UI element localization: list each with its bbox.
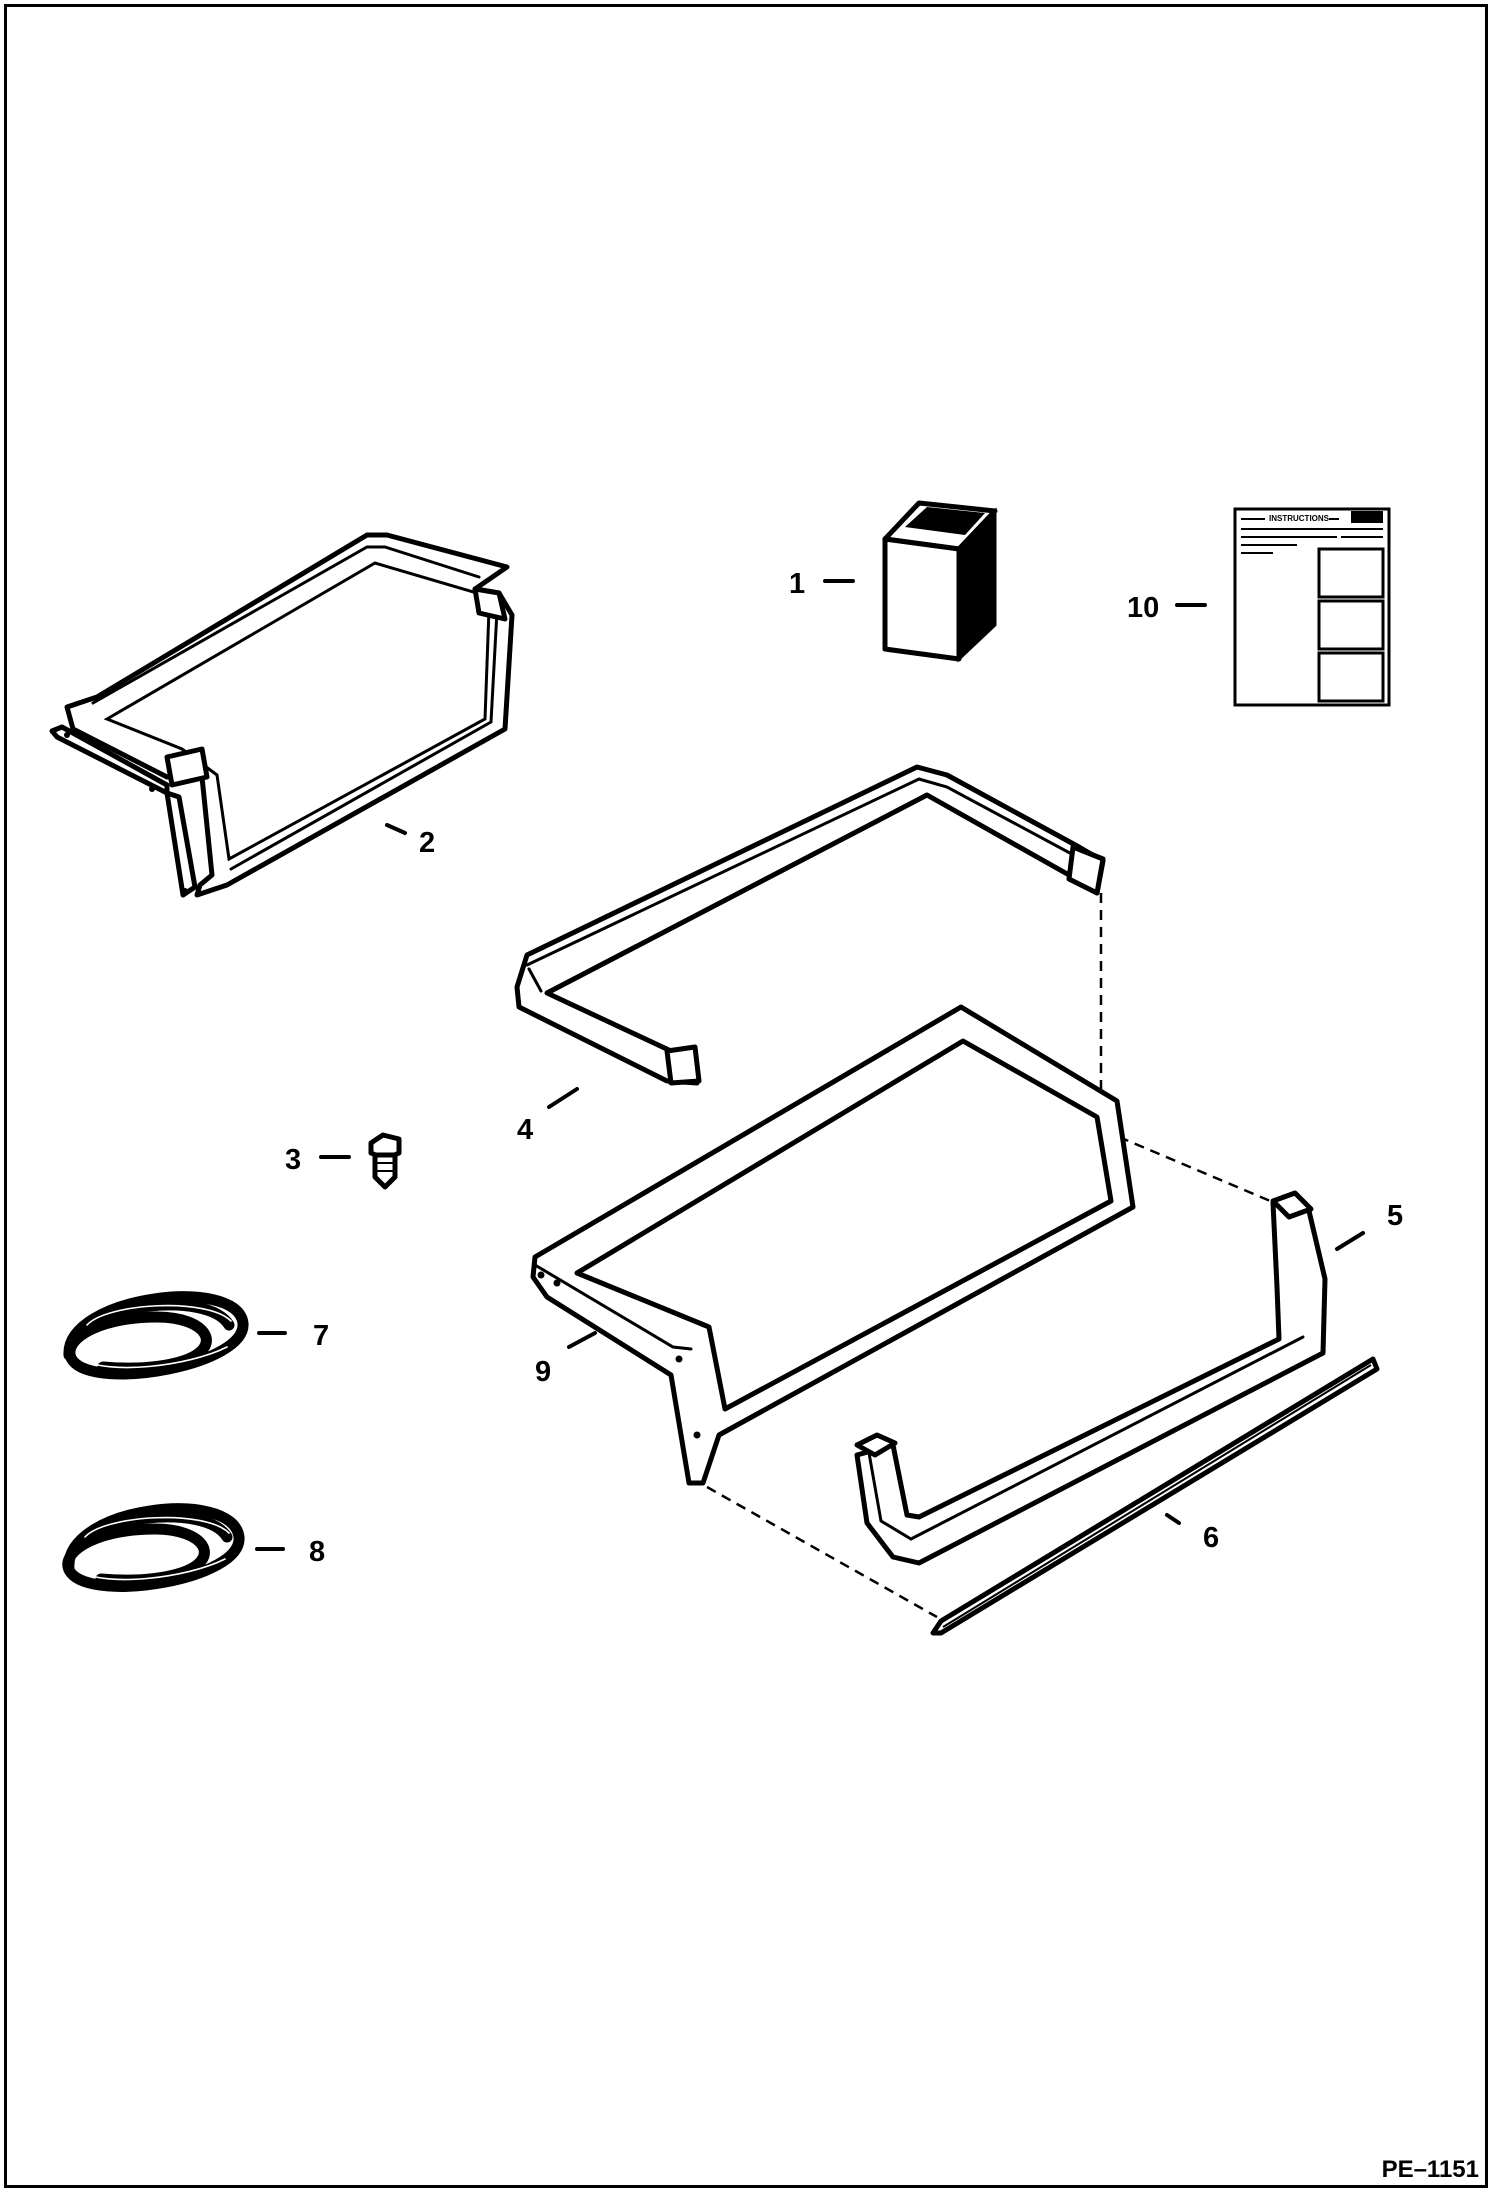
part-10-instructions: INSTRUCTIONS: [1233, 507, 1391, 707]
part-6-strip: [930, 1356, 1380, 1636]
callout-8: 8: [309, 1536, 325, 1568]
part-2-frame-assembly: [49, 532, 515, 898]
callout-10: 10: [1127, 592, 1159, 624]
part-1-decal-pack: [882, 500, 998, 663]
part-9-frame: [530, 1004, 1136, 1486]
part-5-lower-rail: [854, 1190, 1328, 1566]
callout-7: 7: [313, 1320, 329, 1352]
callout-4: 4: [517, 1114, 533, 1146]
callout-9: 9: [535, 1356, 551, 1388]
callout-6: 6: [1203, 1522, 1219, 1554]
part-8-seal-coil: [62, 1503, 245, 1592]
callout-3: 3: [285, 1144, 301, 1176]
part-7-seal-coil: [63, 1291, 249, 1380]
exploded-parts-diagram: 2 1 INSTRUCTIONS 10 4: [49, 500, 1479, 2183]
drawing-number: PE–1151: [1382, 2156, 1479, 2183]
part-4-upper-rail: [514, 764, 1106, 1086]
drawing-sheet: 2 1 INSTRUCTIONS 10 4: [4, 4, 1488, 2188]
callout-1: 1: [789, 568, 805, 600]
callout-5: 5: [1387, 1200, 1403, 1232]
part-3-bolt: [368, 1132, 402, 1190]
instructions-title: INSTRUCTIONS: [1269, 514, 1330, 523]
callout-2: 2: [419, 827, 435, 859]
